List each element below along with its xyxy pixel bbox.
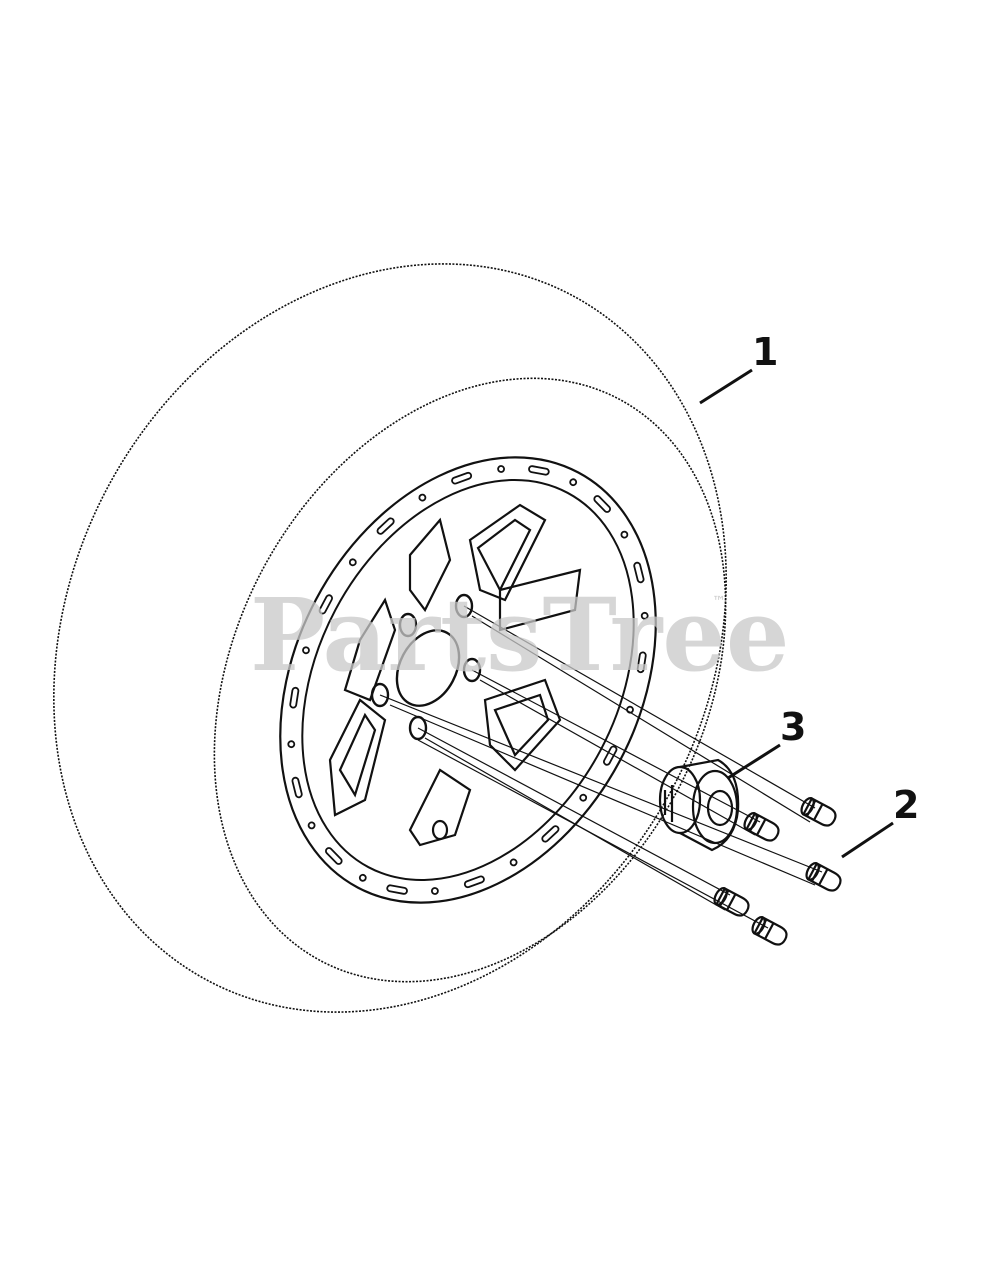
rim-slot (633, 561, 645, 584)
watermark-trademark: ™ (712, 594, 726, 610)
callout-2-lug-nut[interactable]: 2 (893, 783, 919, 827)
rim-slot (593, 495, 611, 513)
callout-leaders (699, 368, 894, 859)
rim-slot (636, 651, 647, 674)
rim-hole (497, 465, 506, 473)
rim-hole (509, 858, 518, 867)
exploded-leader-lines (379, 605, 823, 929)
rim (279, 456, 657, 904)
rim-hole (579, 793, 588, 802)
rim-slot (376, 517, 395, 535)
rim-hole (302, 646, 310, 655)
watermark: PartsTree ™ (250, 576, 790, 694)
lug-nut (800, 796, 837, 827)
rim-slot (318, 594, 333, 615)
lug-nut (805, 861, 842, 892)
rim-slot (528, 465, 550, 476)
hub-spacer (658, 758, 740, 852)
rim-hole (430, 887, 439, 895)
rim-slot (291, 776, 303, 799)
lug-nut (743, 811, 780, 842)
lug-nuts (713, 796, 842, 946)
spokes (328, 503, 582, 847)
watermark-text: PartsTree (250, 576, 790, 694)
rim-hole (358, 873, 367, 882)
rim-hole (287, 740, 296, 749)
lug-nut (713, 886, 750, 917)
rim-hole (418, 493, 427, 502)
rim-slot (289, 686, 300, 709)
callout-1-tire[interactable]: 1 (752, 330, 778, 374)
rim-slot (451, 471, 473, 485)
rim-hole (348, 558, 357, 567)
rim-slot (541, 825, 560, 843)
rim-slot-ring (287, 465, 649, 895)
rim-slot (603, 745, 618, 766)
rim-hole (307, 821, 316, 830)
rim-slot (325, 847, 343, 865)
rim-slot (386, 884, 408, 895)
rim-hole (620, 530, 629, 539)
lug-nut (751, 915, 788, 946)
rim-hole (569, 478, 578, 487)
rim-hole (626, 705, 634, 714)
callout-3-spacer[interactable]: 3 (780, 705, 806, 749)
rim-hole (640, 611, 649, 620)
rim-slot (463, 875, 485, 889)
